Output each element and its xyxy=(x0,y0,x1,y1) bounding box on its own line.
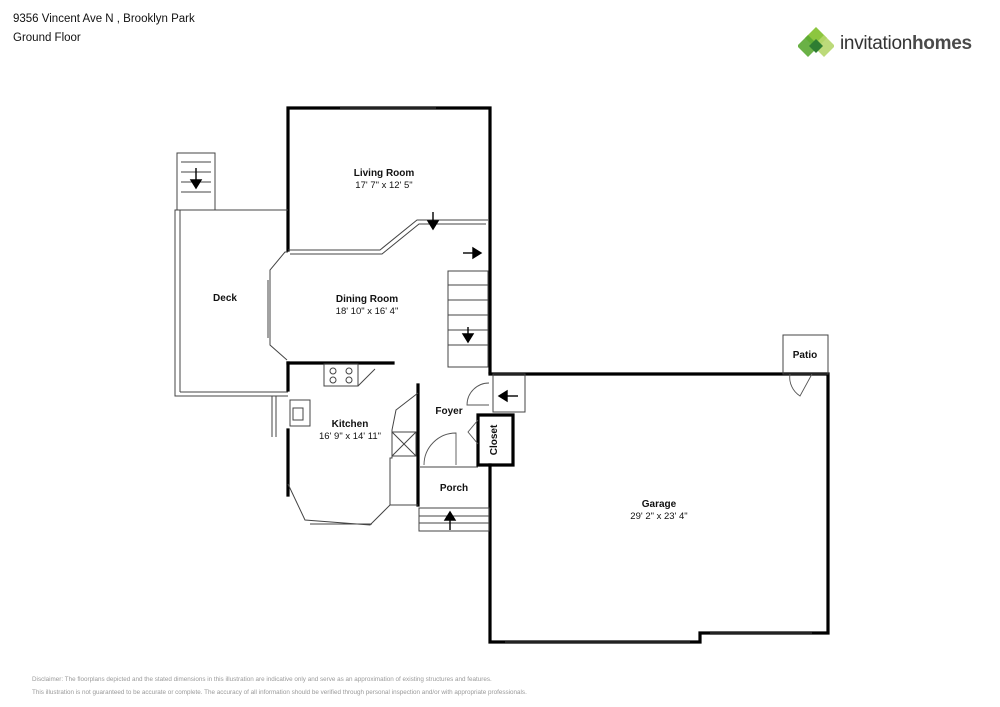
room-labels: Living Room 17' 7" x 12' 5" Dining Room … xyxy=(213,168,817,522)
logo-word-invitation: invitation xyxy=(840,33,912,54)
logo-mark-icon xyxy=(798,27,834,57)
foyer-name: Foyer xyxy=(435,406,462,417)
disclaimer-line-1: Disclaimer: The floorplans depicted and … xyxy=(32,676,492,683)
living-room-name: Living Room xyxy=(354,168,415,179)
kitchen-name: Kitchen xyxy=(332,419,369,430)
closet-name: Closet xyxy=(489,424,500,455)
stair-arrows xyxy=(189,168,518,530)
dining-room-name: Dining Room xyxy=(336,294,398,305)
living-room-dimensions: 17' 7" x 12' 5" xyxy=(355,180,412,191)
porch-name: Porch xyxy=(440,483,468,494)
dining-room-dimensions: 18' 10" x 16' 4" xyxy=(336,306,399,317)
garage-dimensions: 29' 2" x 23' 4" xyxy=(630,511,687,522)
disclaimer: Disclaimer: The floorplans depicted and … xyxy=(32,673,527,699)
deck-name: Deck xyxy=(213,293,237,304)
logo-word-homes: homes xyxy=(912,33,972,54)
disclaimer-line-2: This illustration is not guaranteed to b… xyxy=(32,689,527,696)
patio-name: Patio xyxy=(793,350,817,361)
floor-name: Ground Floor xyxy=(13,32,81,44)
logo-text: invitationhomes xyxy=(840,33,972,55)
kitchen-dimensions: 16' 9" x 14' 11" xyxy=(319,431,381,442)
invitation-homes-logo: invitationhomes xyxy=(798,26,972,62)
doors xyxy=(423,373,813,466)
property-header: 9356 Vincent Ave N , Brooklyn Park Groun… xyxy=(13,10,195,48)
property-address: 9356 Vincent Ave N , Brooklyn Park xyxy=(13,13,195,25)
garage-name: Garage xyxy=(642,499,677,510)
